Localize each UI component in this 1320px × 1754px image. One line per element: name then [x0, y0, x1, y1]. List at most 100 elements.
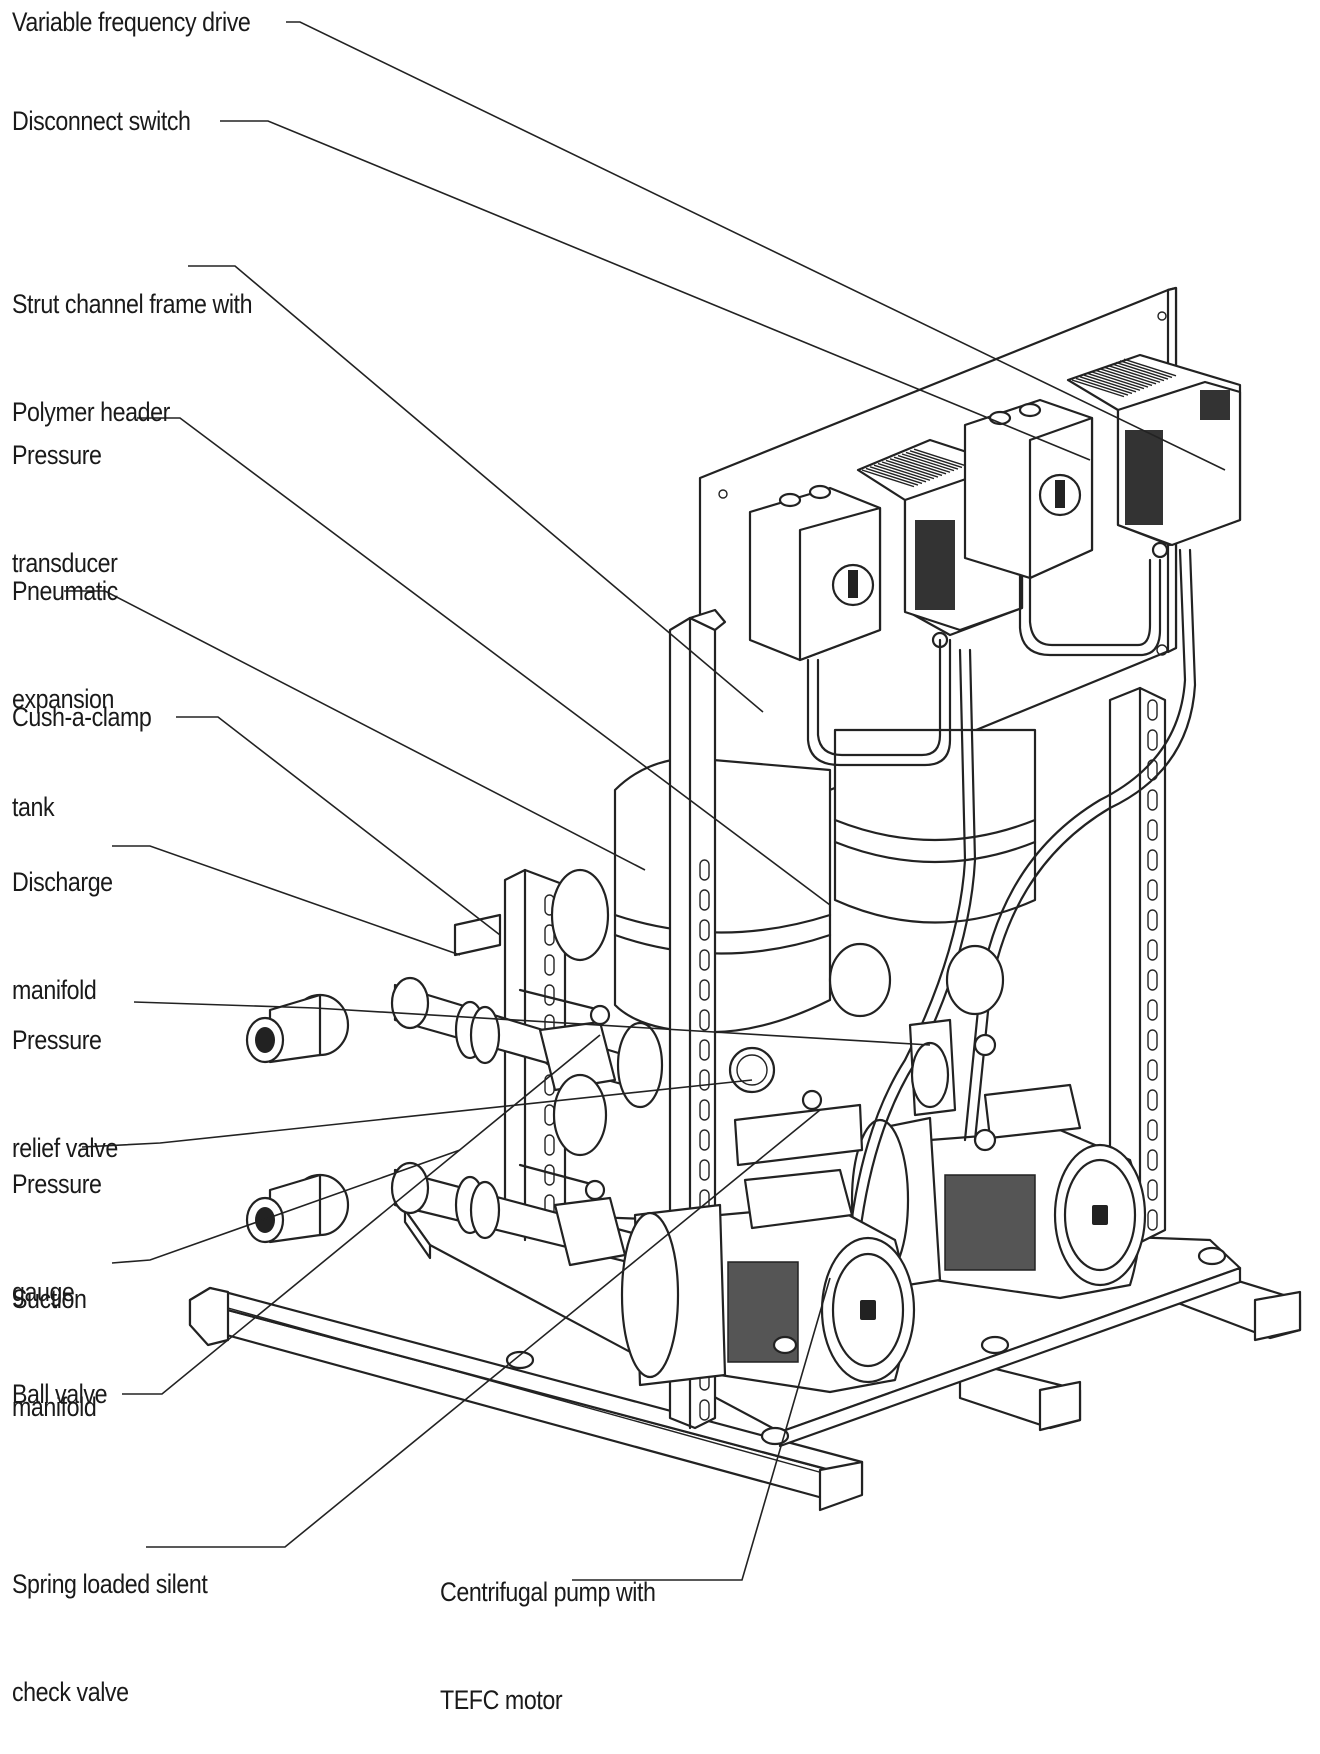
- label-gauge-line-1: Pressure: [12, 1169, 102, 1199]
- label-suction-line-1: Suction: [12, 1284, 87, 1314]
- heat-sink-fin: [909, 450, 963, 469]
- heat-sink-fin: [1123, 358, 1177, 377]
- label-pressure-gauge: Pressure gauge: [12, 1094, 102, 1346]
- heat-sink-fin: [893, 456, 947, 475]
- heat-sink-fin: [1115, 361, 1169, 380]
- strut-slot: [1147, 1149, 1158, 1171]
- heat-sink-fin: [885, 459, 939, 478]
- label-strut-channel-frame: Strut channel frame with Polymer header: [12, 214, 252, 466]
- label-pressure-relief-valve: Pressure relief valve: [12, 950, 118, 1202]
- label-relief-line-1: Pressure: [12, 1025, 102, 1055]
- leader-lines: [64, 21, 1226, 1581]
- strut-slot: [699, 1069, 710, 1091]
- heat-sink-fin: [897, 454, 951, 473]
- heat-sink-fin: [889, 458, 943, 477]
- label-tank-line-2: expansion: [12, 684, 115, 714]
- pump-skid-diagram: Variable frequency drive Disconnect swit…: [12, 7, 1302, 1715]
- heat-sink-fin: [1071, 379, 1125, 398]
- label-pump-line-2: TEFC motor: [440, 1685, 563, 1715]
- strut-slot: [1147, 1059, 1158, 1081]
- strut-slot: [699, 1009, 710, 1031]
- strut-slot: [699, 949, 710, 971]
- vfd-right: [1066, 353, 1242, 559]
- disconnect-switch-right: [963, 398, 1094, 580]
- strut-slot: [1147, 729, 1158, 751]
- heat-sink-fin: [877, 462, 931, 481]
- heat-sink-fin: [865, 467, 919, 486]
- heat-sink-fin: [873, 464, 927, 483]
- strut-slot: [1147, 999, 1158, 1021]
- centrifugal-pump-back: [850, 1083, 1147, 1300]
- strut-slot: [1147, 1119, 1158, 1141]
- label-check-line-2: check valve: [12, 1677, 129, 1707]
- strut-slot: [1147, 1209, 1158, 1231]
- strut-slot: [1147, 1089, 1158, 1111]
- strut-slot: [1147, 789, 1158, 811]
- strut-slot: [699, 1129, 710, 1151]
- pneumatic-expansion-tank: [613, 756, 832, 1034]
- strut-slot: [544, 984, 555, 1006]
- label-strut-line-1: Strut channel frame with: [12, 289, 253, 319]
- strut-slot: [699, 859, 710, 881]
- label-variable-frequency-drive: Variable frequency drive: [12, 7, 251, 37]
- label-discharge-line-2: manifold: [12, 975, 97, 1005]
- label-transducer-line-1: Pressure: [12, 440, 102, 470]
- label-pneumatic-expansion-tank: Pneumatic expansion tank: [12, 501, 118, 861]
- heat-sink-fin: [1079, 376, 1133, 395]
- label-pressure-transducer: Pressure transducer: [12, 365, 118, 617]
- label-discharge-manifold: Discharge manifold: [12, 792, 113, 1044]
- strut-slot: [1147, 969, 1158, 991]
- centrifugal-pump-front: [620, 1168, 916, 1394]
- heat-sink-fin: [1103, 366, 1157, 385]
- strut-slot: [1147, 849, 1158, 871]
- heat-sink-fin: [1111, 363, 1165, 382]
- label-ball-valve: Ball valve: [12, 1379, 108, 1409]
- strut-slot: [1147, 909, 1158, 931]
- label-tank-line-3: tank: [12, 792, 55, 822]
- strut-slot: [699, 1159, 710, 1181]
- strut-slot: [544, 954, 555, 976]
- label-pump-line-1: Centrifugal pump with: [440, 1577, 656, 1607]
- strut-slot: [699, 1039, 710, 1061]
- heat-sink-fin: [881, 461, 935, 480]
- label-strut-line-2: Polymer header: [12, 397, 170, 427]
- strut-slot: [544, 1134, 555, 1156]
- strut-slot: [1147, 1029, 1158, 1051]
- heat-sink-fin: [913, 448, 967, 467]
- label-suction-line-2: manifold: [12, 1392, 97, 1422]
- base-rails: [188, 1258, 1302, 1512]
- disconnect-switch-left: [748, 484, 882, 662]
- label-check-line-1: Spring loaded silent: [12, 1569, 208, 1599]
- label-centrifugal-pump: Centrifugal pump with TEFC motor: [440, 1502, 656, 1754]
- label-check-valve: Spring loaded silent check valve: [12, 1494, 208, 1746]
- label-disconnect-switch: Disconnect switch: [12, 106, 191, 136]
- strut-slot: [1147, 819, 1158, 841]
- label-gauge-line-2: gauge: [12, 1277, 75, 1307]
- label-transducer-line-2: transducer: [12, 548, 118, 578]
- heat-sink-fin: [1091, 371, 1145, 390]
- heat-sink-fin: [905, 451, 959, 470]
- heat-sink-fin: [1095, 369, 1149, 388]
- label-relief-line-2: relief valve: [12, 1133, 118, 1163]
- heat-sink-fin: [901, 453, 955, 472]
- heat-sink-fin: [1075, 377, 1129, 396]
- heat-sink-fin: [1087, 372, 1141, 391]
- strut-slot: [699, 919, 710, 941]
- strut-slot: [1147, 879, 1158, 901]
- heat-sink-fin: [1119, 360, 1173, 379]
- label-cush-a-clamp: Cush-a-clamp: [12, 702, 152, 732]
- strut-slot: [1147, 1179, 1158, 1201]
- heat-sink-fin: [1107, 364, 1161, 383]
- heat-sink-fin: [1099, 368, 1153, 387]
- strut-slot: [699, 1099, 710, 1121]
- label-discharge-line-1: Discharge: [12, 867, 113, 897]
- label-suction-manifold: Suction manifold: [12, 1209, 97, 1461]
- heat-sink-fin: [869, 466, 923, 485]
- strut-slot: [1147, 699, 1158, 721]
- heat-sink-fin: [861, 469, 915, 488]
- strut-slot: [699, 1399, 710, 1421]
- suction-manifold: [245, 1073, 642, 1267]
- expansion-tank-back: [833, 728, 1037, 924]
- strut-slot: [699, 979, 710, 1001]
- label-tank-line-1: Pneumatic: [12, 576, 118, 606]
